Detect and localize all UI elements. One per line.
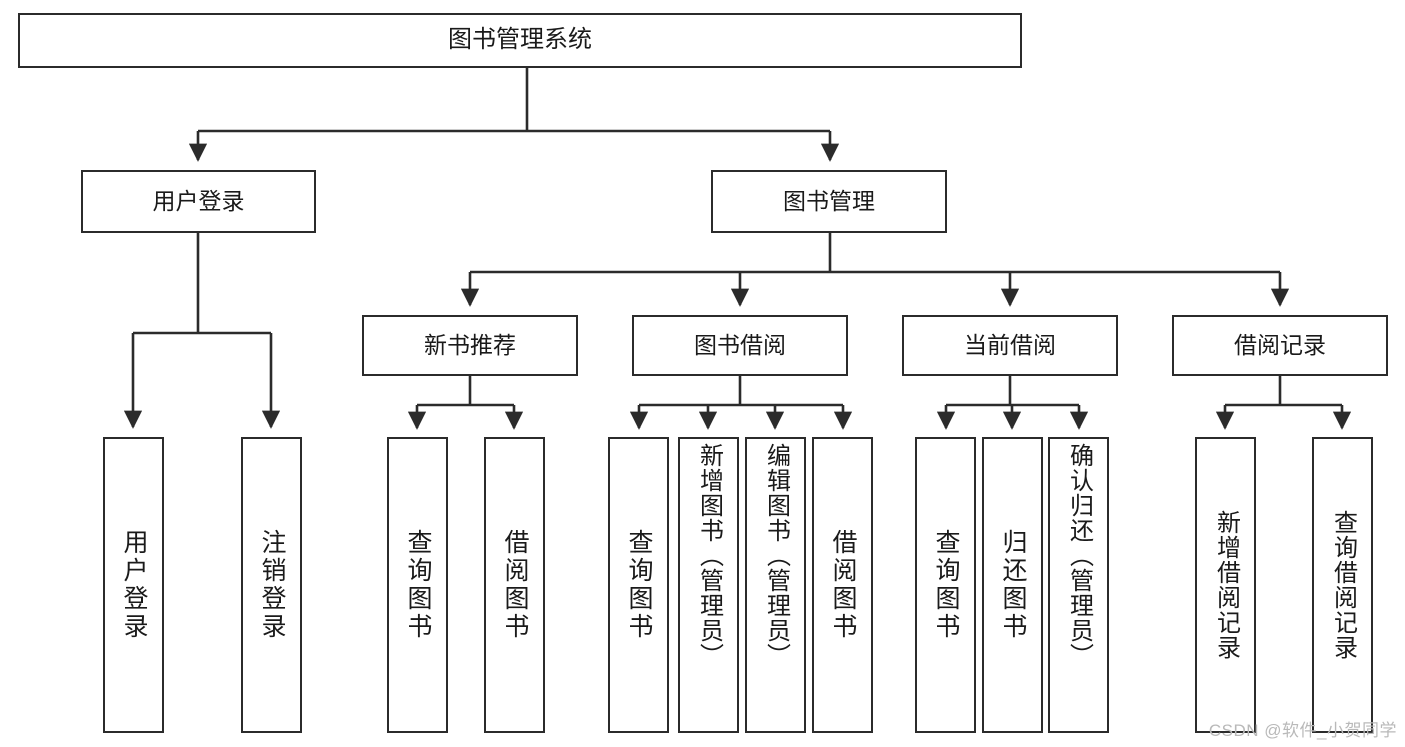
node-borrow-record[interactable]: 借阅记录 [1172,315,1388,376]
leaf-borrow-query-book-label: 查询图书 [625,529,653,641]
node-new-book-recommend[interactable]: 新书推荐 [362,315,578,376]
leaf-current-confirm-return-label: 确认归还（管理员） [1065,443,1093,668]
leaf-borrow-query-book[interactable]: 查询图书 [608,437,669,733]
leaf-current-confirm-return[interactable]: 确认归还（管理员） [1048,437,1109,733]
leaf-new-book-query-label: 查询图书 [404,529,432,641]
node-book-manage-label: 图书管理 [783,187,875,214]
leaf-borrow-borrow-book-label: 借阅图书 [829,529,857,641]
node-user-login-label: 用户登录 [152,187,245,214]
leaf-borrow-add-book[interactable]: 新增图书（管理员） [678,437,739,733]
leaf-borrow-add-book-label: 新增图书（管理员） [695,443,723,668]
leaf-new-book-borrow[interactable]: 借阅图书 [484,437,545,733]
node-book-borrow[interactable]: 图书借阅 [632,315,848,376]
node-borrow-record-label: 借阅记录 [1234,331,1326,358]
watermark: CSDN @软件_小贺同学 [1208,721,1397,740]
leaf-current-return-book[interactable]: 归还图书 [982,437,1043,733]
node-current-borrow[interactable]: 当前借阅 [902,315,1118,376]
leaf-user-login-login-label: 用户登录 [120,529,148,641]
leaf-current-return-book-label: 归还图书 [999,529,1027,641]
leaf-user-login-logout[interactable]: 注销登录 [241,437,302,733]
leaf-record-query-label: 查询借阅记录 [1329,510,1357,660]
leaf-record-add[interactable]: 新增借阅记录 [1195,437,1256,733]
node-new-book-recommend-label: 新书推荐 [424,331,516,358]
leaf-user-login-login[interactable]: 用户登录 [103,437,164,733]
node-root[interactable]: 图书管理系统 [18,13,1022,68]
leaf-user-login-logout-label: 注销登录 [258,529,286,641]
leaf-record-add-label: 新增借阅记录 [1212,510,1240,660]
leaf-current-query-book[interactable]: 查询图书 [915,437,976,733]
node-current-borrow-label: 当前借阅 [964,331,1056,358]
node-book-borrow-label: 图书借阅 [694,331,786,358]
leaf-borrow-edit-book-label: 编辑图书（管理员） [762,443,790,668]
leaf-new-book-query[interactable]: 查询图书 [387,437,448,733]
node-book-manage[interactable]: 图书管理 [711,170,947,233]
leaf-record-query[interactable]: 查询借阅记录 [1312,437,1373,733]
leaf-borrow-edit-book[interactable]: 编辑图书（管理员） [745,437,806,733]
leaf-current-query-book-label: 查询图书 [932,529,960,641]
leaf-new-book-borrow-label: 借阅图书 [501,529,529,641]
node-root-label: 图书管理系统 [448,26,592,54]
node-user-login[interactable]: 用户登录 [81,170,316,233]
leaf-borrow-borrow-book[interactable]: 借阅图书 [812,437,873,733]
